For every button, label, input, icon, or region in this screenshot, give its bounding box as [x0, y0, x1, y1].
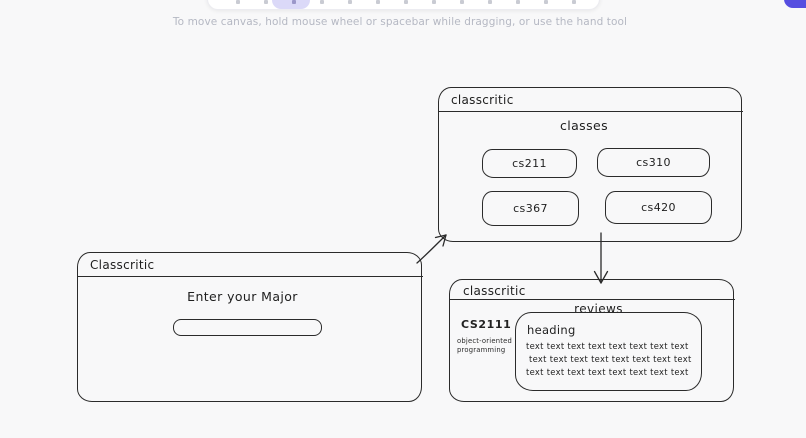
review-card[interactable]: heading text text text text text text te…	[515, 312, 702, 391]
review-card-text-line: text text text text text text text text	[526, 341, 689, 351]
tool-icon-stub[interactable]	[432, 0, 436, 4]
tool-icon-stub[interactable]	[460, 0, 464, 4]
major-frame-header: Classcritic	[78, 253, 423, 277]
class-button-cs420[interactable]: cs420	[605, 191, 712, 224]
tool-icon-stub[interactable]	[236, 0, 240, 4]
selected-tool-highlight	[272, 0, 310, 9]
tool-icon-stub[interactable]	[516, 0, 520, 4]
toolbar[interactable]	[207, 0, 600, 10]
major-prompt-label: Enter your Major	[187, 289, 298, 304]
class-button-cs310[interactable]: cs310	[597, 148, 710, 177]
selected-tool-icon-stub[interactable]	[292, 0, 296, 4]
course-description-line: object-oriented	[457, 337, 513, 345]
classes-frame-title: classcritic	[451, 93, 514, 107]
class-button-cs211[interactable]: cs211	[482, 149, 577, 178]
class-button-cs367[interactable]: cs367	[482, 191, 579, 226]
major-frame-title: Classcritic	[90, 258, 155, 272]
classes-frame-header: classcritic	[439, 88, 743, 112]
tool-icon-stub[interactable]	[544, 0, 548, 4]
major-input[interactable]	[173, 319, 322, 336]
canvas-hint: To move canvas, hold mouse wheel or spac…	[172, 16, 628, 28]
reviews-frame-title: classcritic	[463, 284, 526, 298]
tool-icon-stub[interactable]	[320, 0, 324, 4]
tool-icon-stub[interactable]	[376, 0, 380, 4]
course-code-label: CS2111	[461, 318, 512, 331]
review-card-text-line: text text text text text text text text	[526, 367, 689, 377]
tool-icon-stub[interactable]	[488, 0, 492, 4]
review-card-text-line: text text text text text text text text	[529, 354, 692, 364]
course-description-line: programming	[457, 346, 506, 354]
review-card-heading: heading	[527, 323, 576, 337]
major-frame[interactable]: Classcritic Enter your Major	[77, 252, 423, 402]
reviews-frame[interactable]: classcritic reviews CS2111 object-orient…	[449, 279, 735, 402]
classes-heading: classes	[559, 118, 609, 133]
reviews-frame-header: classcritic	[450, 280, 735, 300]
tool-icon-stub[interactable]	[572, 0, 576, 4]
tool-icon-stub[interactable]	[264, 0, 268, 4]
tool-icon-stub[interactable]	[348, 0, 352, 4]
corner-accent-button[interactable]	[784, 0, 806, 8]
tool-icon-stub[interactable]	[404, 0, 408, 4]
classes-frame[interactable]: classcritic classes cs211 cs310 cs367 cs…	[438, 87, 743, 242]
course-description: object-oriented programming	[457, 337, 512, 355]
